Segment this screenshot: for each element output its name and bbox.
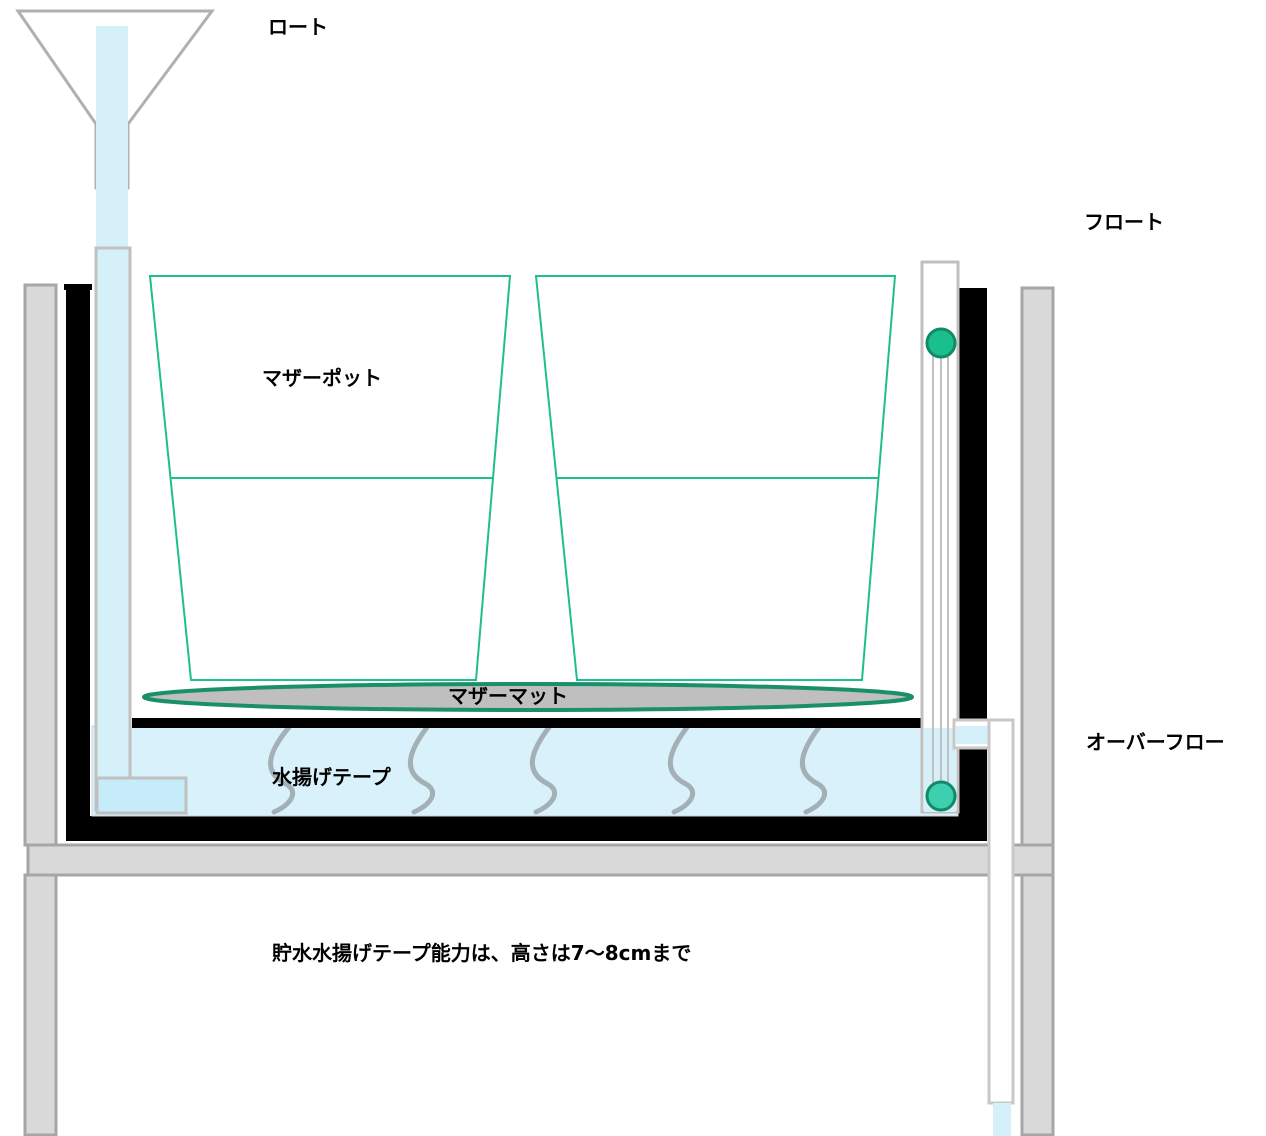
stand-shelf	[26, 843, 1055, 877]
overflow-pipe	[952, 718, 1015, 1136]
mother-pot-label: マザーポット	[262, 366, 382, 390]
wicking-tape-label: 水揚げテープ	[272, 765, 391, 789]
mother-mat-label: マザーマット	[448, 684, 568, 708]
wicking-tape-1	[268, 723, 296, 815]
tray-rim	[64, 284, 92, 290]
overflow-label: オーバーフロー	[1086, 730, 1225, 754]
overflow-drain-water	[993, 1103, 1011, 1136]
feed-pipe	[94, 246, 132, 812]
float-bottom-ball-icon	[925, 780, 957, 812]
wicking-tape-3	[529, 723, 558, 815]
capacity-note: 貯水水揚げテープ能力は、高さは7～8cmまで	[272, 941, 692, 965]
funnel-water-stream	[96, 26, 128, 248]
funnel-label: ロート	[268, 15, 328, 39]
stand-frame	[23, 283, 1055, 1136]
wicking-tapes	[268, 723, 828, 815]
float-ball-icon	[925, 327, 957, 359]
stand-left-post-upper	[23, 283, 58, 847]
stand-left-post-lower	[23, 873, 58, 1136]
tray	[66, 286, 987, 841]
mother-pots	[148, 275, 897, 681]
float-label: フロート	[1084, 210, 1164, 234]
wicking-tape-2	[407, 723, 436, 815]
tray-bottom	[90, 816, 987, 841]
tray-left-wall	[66, 286, 90, 841]
tray-right-wall	[958, 288, 987, 841]
reservoir-water	[91, 725, 959, 817]
stand-right-post-lower	[1020, 873, 1055, 1136]
feed-pipe-elbow	[95, 776, 188, 815]
wicking-tape-5	[799, 723, 828, 815]
wicking-tape-4	[667, 723, 696, 815]
funnel-assembly	[15, 9, 215, 815]
overflow-pipe-vertical	[987, 718, 1015, 1105]
support-plate	[132, 718, 922, 728]
float-assembly	[920, 260, 960, 814]
stand-right-post-upper	[1020, 286, 1055, 847]
mother-mat	[142, 682, 914, 712]
